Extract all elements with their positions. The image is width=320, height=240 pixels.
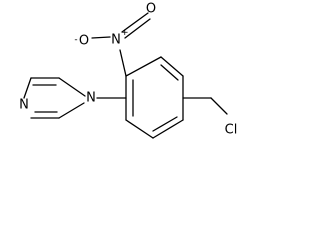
charge-minus: - <box>74 35 77 45</box>
bond-c4-c5-inner <box>152 116 178 132</box>
bond-nitro-to-o-top <box>121 12 149 33</box>
atom-label-n3: N <box>19 98 29 113</box>
atom-labels: N N N + O - O Cl <box>19 2 237 138</box>
bond-c2-n1 <box>58 102 85 119</box>
bond-c1-c2 <box>125 56 162 77</box>
atom-label-cl: Cl <box>225 123 238 138</box>
imidazole-ring <box>23 77 86 119</box>
substituent-bonds <box>91 12 228 115</box>
bond-c4-n3 <box>23 77 32 99</box>
atom-label-o-left: O <box>79 34 89 49</box>
bond-nitro-to-o-left <box>91 36 111 39</box>
charge-plus: + <box>121 28 129 38</box>
bond-c4-c5 <box>152 119 184 139</box>
bond-c2-c3-inner <box>160 64 179 81</box>
bond-ch2-to-cl <box>210 97 228 115</box>
bond-ring-to-nitro <box>119 49 127 77</box>
chemical-structure: N N N + O - O Cl <box>19 2 237 139</box>
atom-label-o-top: O <box>146 2 156 17</box>
atom-label-nitro-n: N <box>111 33 121 48</box>
atom-label-n1: N <box>86 91 96 106</box>
benzene-ring <box>125 56 184 139</box>
bond-n1-c5 <box>58 77 86 97</box>
bond-c2-c3 <box>160 56 184 77</box>
bond-c5-c6 <box>125 119 154 139</box>
bond-nitro-to-o-top-inner <box>124 18 151 39</box>
